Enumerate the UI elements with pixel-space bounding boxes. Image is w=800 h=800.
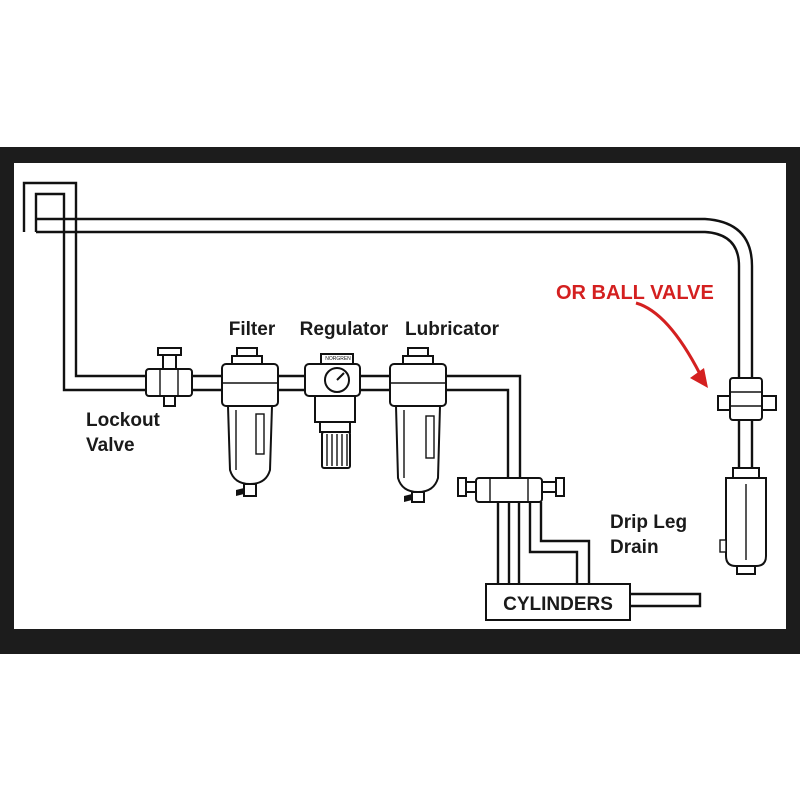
lubricator-icon xyxy=(389,347,447,503)
ball-valve-annotation: OR BALL VALVE xyxy=(556,282,714,304)
filter-icon xyxy=(221,347,279,497)
regulator-label: Regulator xyxy=(300,319,389,340)
lockout-label-line1: Lockout xyxy=(86,410,161,431)
ball-valve-icon xyxy=(717,377,777,421)
manifold-icon xyxy=(457,477,565,503)
cylinders-box xyxy=(485,583,631,621)
drip-leg-label-line1: Drip Leg xyxy=(610,512,687,533)
lubricator-label: Lubricator xyxy=(405,319,500,340)
regulator-icon: NORGREN xyxy=(304,353,361,469)
lockout-label-line2: Valve xyxy=(86,435,135,456)
drip-leg-label-line2: Drain xyxy=(610,537,659,558)
lockout-valve-icon xyxy=(145,347,193,407)
pipe-network xyxy=(22,181,754,608)
arrow-icon xyxy=(635,301,708,388)
drip-leg-drain-icon xyxy=(719,467,767,575)
filter-label: Filter xyxy=(229,319,276,340)
cylinders-label: CYLINDERS xyxy=(503,594,613,615)
regulator-brand-text: NORGREN xyxy=(325,356,351,362)
